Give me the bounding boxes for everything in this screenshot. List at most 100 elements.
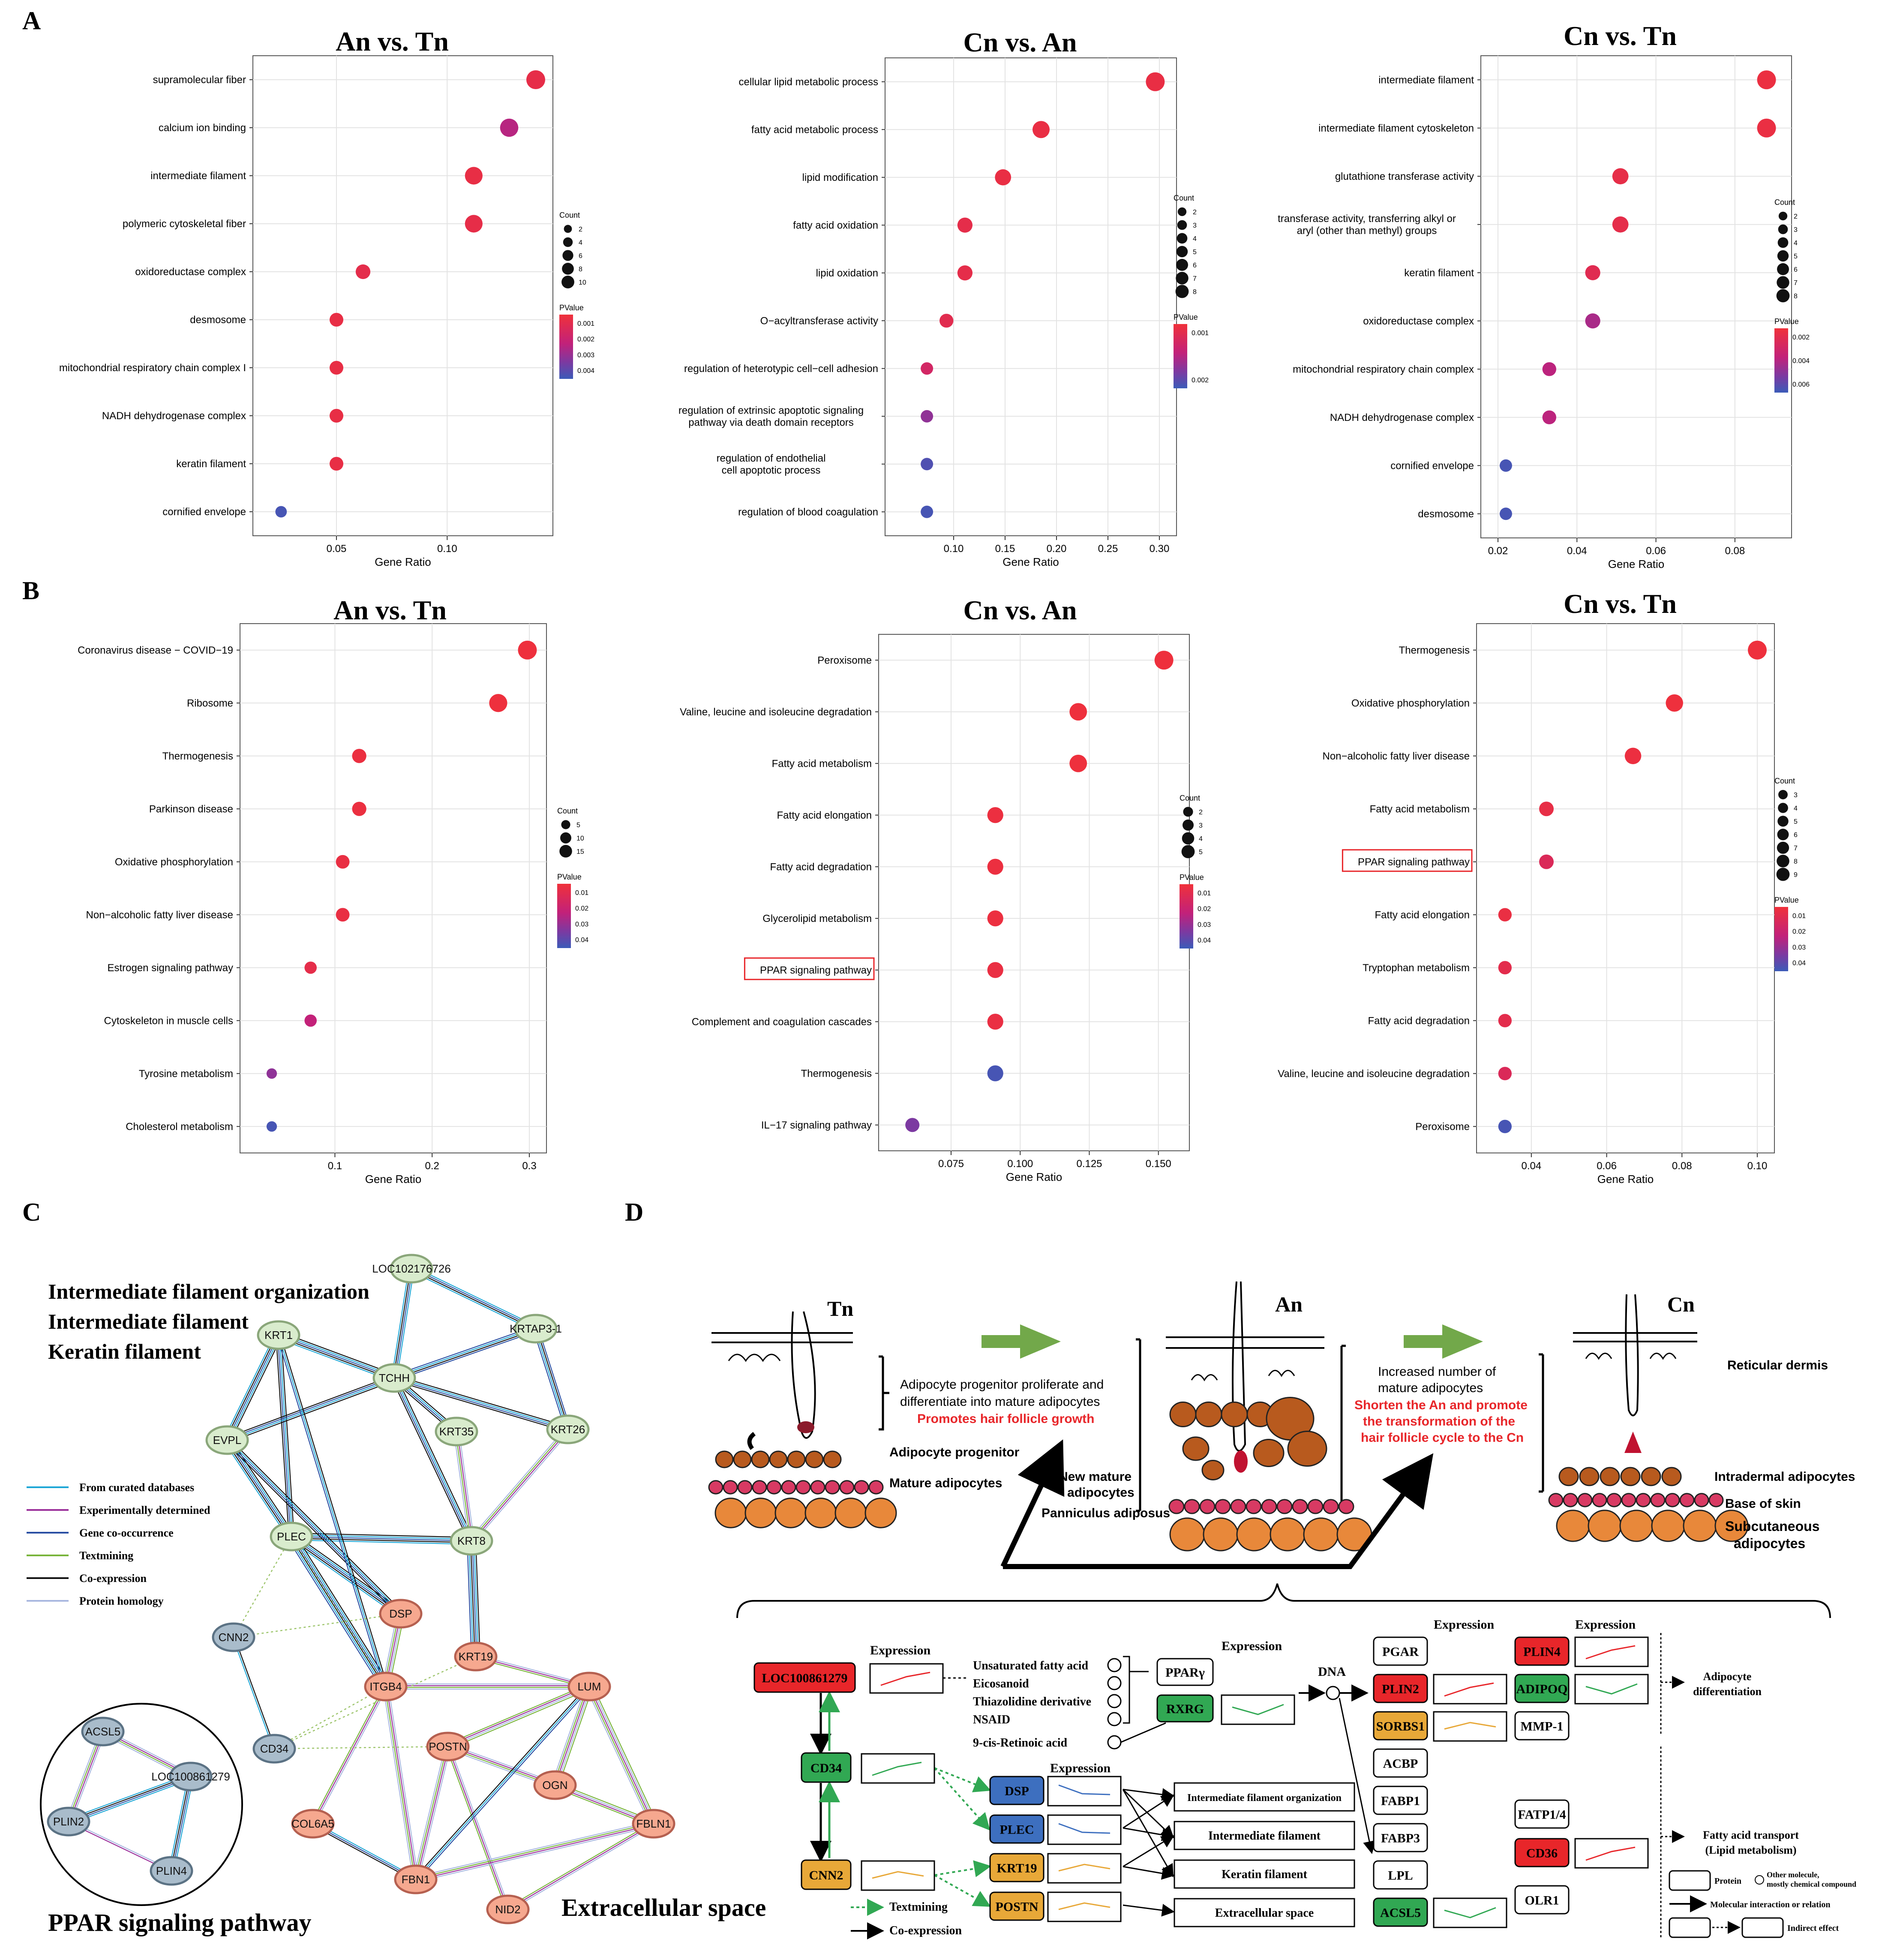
- pvalue-legend-tick: 0.04: [1792, 960, 1806, 967]
- count-legend-dot: [1777, 816, 1789, 827]
- x-axis-label: Gene Ratio: [1003, 555, 1059, 568]
- network-label-extracellular: Extracellular space: [561, 1894, 766, 1921]
- flow-line: [934, 1860, 991, 1877]
- count-legend-dot: [1777, 237, 1789, 248]
- count-legend-dot: [1183, 807, 1193, 817]
- adipocyte-cell: [715, 1450, 734, 1468]
- term-dot: [921, 410, 933, 423]
- network-node-label: LOC102176726: [372, 1262, 451, 1275]
- x-tick-label: 0.08: [1725, 545, 1745, 557]
- count-legend-value: 8: [1193, 288, 1197, 296]
- term-label: Non−alcoholic fatty liver disease: [86, 909, 233, 921]
- term-label: IL−17 signaling pathway: [761, 1120, 872, 1131]
- target-acbp-label: ACBP: [1383, 1757, 1418, 1771]
- ligand-circle: [1107, 1694, 1122, 1708]
- term-label-line: pathway via death domain receptors: [688, 417, 854, 428]
- network-edge: [448, 1688, 591, 1750]
- count-legend-value: 6: [1193, 262, 1197, 269]
- adipocyte-cell: [1619, 1510, 1654, 1542]
- adipocyte-cell: [1292, 1499, 1308, 1514]
- ligand-circle: [1107, 1712, 1122, 1726]
- adipocyte-cell: [1169, 1517, 1205, 1552]
- network-node: [47, 1807, 90, 1837]
- network-edge: [394, 1329, 537, 1379]
- term-dot: [336, 855, 350, 869]
- network-edge: [279, 1334, 388, 1687]
- term-label: Oxidative phosphorylation: [1351, 697, 1470, 709]
- adipocyte-cell: [1558, 1467, 1579, 1486]
- term-label: desmosome: [1418, 508, 1474, 520]
- adipocyte-cell: [1620, 1467, 1641, 1486]
- term-label: fatty acid oxidation: [793, 219, 878, 231]
- term-dot: [921, 505, 933, 518]
- adipocyte-cell: [1215, 1499, 1231, 1514]
- network-node: [270, 1522, 313, 1552]
- network-edge: [223, 1333, 276, 1439]
- target-olr1-label: OLR1: [1525, 1894, 1559, 1908]
- network-legend-label: Textmining: [79, 1549, 133, 1562]
- panel-label-c: C: [22, 1198, 41, 1226]
- network-edge: [67, 1731, 103, 1822]
- legend-other-2: mostly chemical compound: [1767, 1880, 1856, 1888]
- adipocyte-cell: [1708, 1493, 1724, 1507]
- count-legend-value: 3: [1199, 822, 1203, 829]
- network-edge: [391, 1268, 410, 1378]
- network-node-label: LUM: [578, 1680, 601, 1693]
- count-legend-dot: [1777, 263, 1789, 275]
- x-tick-label: 0.125: [1076, 1158, 1102, 1170]
- pvalue-legend-tick: 0.006: [1792, 381, 1810, 388]
- network-edge: [416, 1825, 654, 1882]
- x-tick-label: 0.02: [1488, 545, 1508, 557]
- expression-box: [1047, 1814, 1122, 1845]
- count-legend-value: 2: [1199, 809, 1203, 816]
- network-edge: [447, 1685, 589, 1747]
- legend-interaction: Molecular interaction or relation: [1710, 1900, 1831, 1909]
- stage-cn: Cn: [1667, 1292, 1695, 1316]
- count-legend-value: 7: [1794, 279, 1798, 287]
- flow-line: [1123, 1827, 1175, 1841]
- adipocyte-cell: [1606, 1493, 1622, 1507]
- network-edge: [554, 1686, 590, 1786]
- count-legend-value: 7: [1794, 845, 1798, 852]
- network-node: [257, 1320, 300, 1350]
- expression-trend-line: [1444, 1682, 1494, 1697]
- expression-trend-line: [1058, 1864, 1111, 1872]
- adipocyte-cell: [1169, 1402, 1197, 1427]
- term-dot: [1498, 961, 1512, 975]
- expression-trend-line: [1232, 1704, 1284, 1715]
- network-edge: [290, 1537, 386, 1687]
- x-tick-label: 0.10: [437, 543, 457, 555]
- network-edge: [411, 1269, 536, 1330]
- network-edge: [314, 1687, 388, 1825]
- gene-krt19-label: KRT19: [997, 1861, 1037, 1876]
- network-edge: [507, 1822, 653, 1909]
- ligand-label: 9-cis-Retinoic acid: [973, 1736, 1067, 1750]
- expression-box: [1047, 1776, 1122, 1807]
- term-label: Valine, leucine and isoleucine degradati…: [1278, 1068, 1470, 1080]
- target-olr1: [1514, 1885, 1570, 1915]
- adipocyte-cell: [1182, 1436, 1210, 1461]
- term-dot: [987, 858, 1003, 875]
- term-label: Ribosome: [187, 697, 233, 709]
- go-term-label: Keratin filament: [1222, 1868, 1308, 1881]
- x-tick-label: 0.150: [1146, 1158, 1171, 1170]
- network-node-label: KRT26: [551, 1423, 585, 1436]
- network-edge: [227, 1378, 395, 1441]
- ligand-circle: [1107, 1735, 1122, 1750]
- flow-line: [1123, 1866, 1175, 1880]
- target-sorbs1: [1373, 1711, 1428, 1741]
- expression-box: [1574, 1674, 1649, 1705]
- pvalue-legend-tick: 0.03: [575, 921, 588, 928]
- term-label: regulation of heterotypic cell−cell adhe…: [684, 363, 878, 375]
- term-dot: [1033, 121, 1050, 138]
- network-edge: [534, 1329, 568, 1430]
- expression-header: Expression: [870, 1643, 930, 1657]
- gene-loc100861279: [753, 1662, 856, 1693]
- ligand-label: Eicosanoid: [973, 1677, 1029, 1690]
- network-keratin-labels: Intermediate filament organization Inter…: [48, 1279, 369, 1363]
- term-dot: [352, 801, 366, 816]
- network-node-label: PLEC: [277, 1530, 306, 1543]
- adipocyte-cell: [1651, 1510, 1685, 1542]
- adipocyte-cell: [1253, 1439, 1285, 1467]
- network-edge: [291, 1536, 472, 1542]
